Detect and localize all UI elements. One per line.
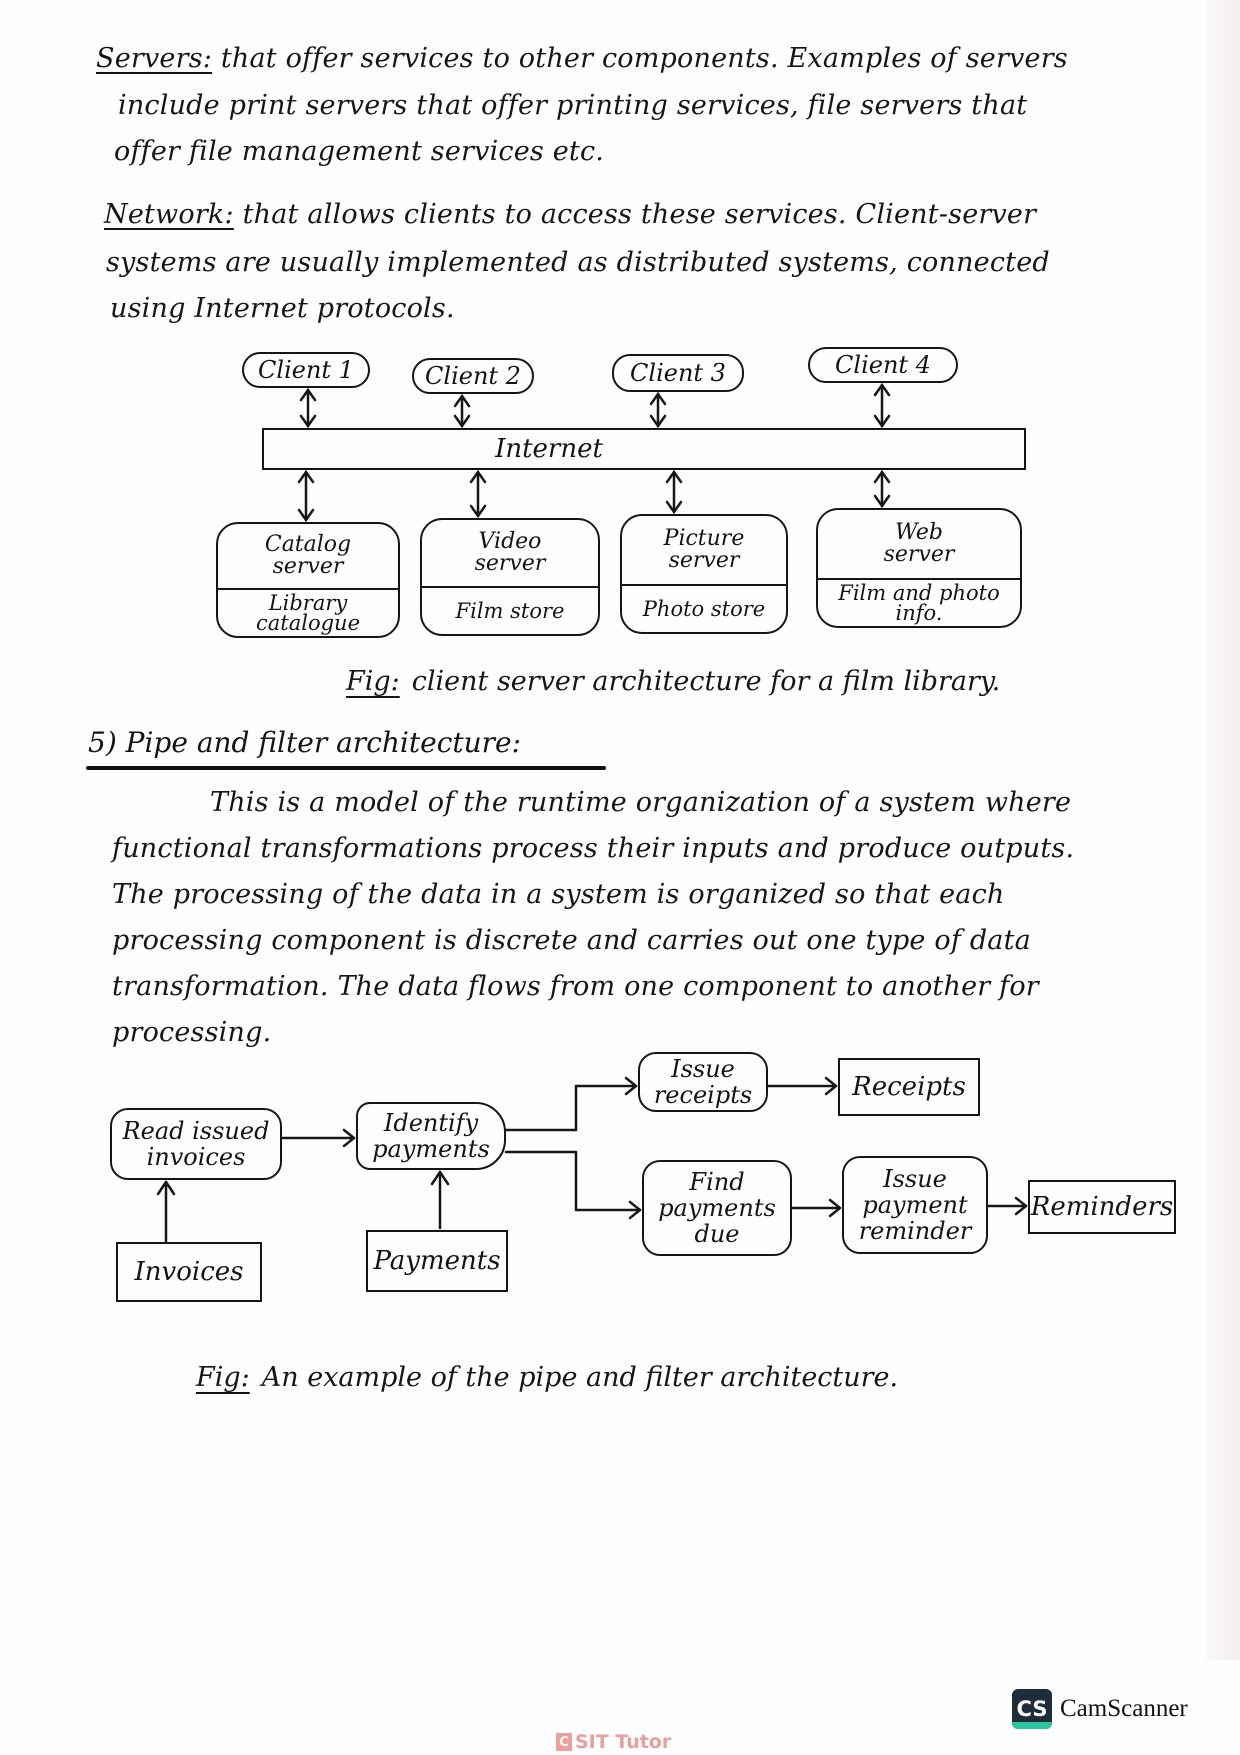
servers-line-1: Servers: that offer services to other co… bbox=[96, 43, 1068, 74]
heading-underline bbox=[86, 766, 606, 770]
internet-bar: Internet bbox=[262, 428, 1026, 470]
pipe-filter-heading: 5) Pipe and filter architecture: bbox=[88, 726, 522, 759]
camscanner-watermark: CS CamScanner bbox=[1012, 1689, 1188, 1729]
network-line-1: Network: that allows clients to access t… bbox=[104, 199, 1037, 230]
network-term: Network: bbox=[104, 199, 234, 230]
reminders-store: Reminders bbox=[1028, 1180, 1176, 1234]
pipe-filter-line-1: This is a model of the runtime organizat… bbox=[210, 787, 1072, 818]
client-2-box: Client 2 bbox=[412, 358, 534, 394]
page-edge-shadow bbox=[1206, 0, 1240, 1660]
servers-line-3: offer file management services etc. bbox=[114, 136, 605, 167]
client-3-box: Client 3 bbox=[612, 354, 744, 392]
client-1-box: Client 1 bbox=[242, 352, 370, 388]
servers-term: Servers: bbox=[96, 43, 213, 74]
issue-receipts-filter: Issue receipts bbox=[638, 1052, 768, 1112]
issue-payment-reminder-filter: Issue payment reminder bbox=[842, 1156, 988, 1254]
network-line-3: using Internet protocols. bbox=[110, 293, 455, 324]
pipe-filter-line-4: processing component is discrete and car… bbox=[112, 925, 1031, 956]
receipts-store: Receipts bbox=[838, 1058, 980, 1116]
internet-label: Internet bbox=[495, 434, 603, 464]
identify-payments-filter: Identify payments bbox=[356, 1102, 506, 1170]
camscanner-label: CamScanner bbox=[1060, 1695, 1188, 1722]
pipe-filter-line-5: transformation. The data flows from one … bbox=[112, 971, 1039, 1002]
client-4-box: Client 4 bbox=[808, 347, 958, 383]
network-line-2: systems are usually implemented as distr… bbox=[106, 247, 1050, 278]
client-server-caption: Fig:client server architecture for a fil… bbox=[346, 666, 1001, 697]
pipe-filter-line-6: processing. bbox=[112, 1017, 272, 1048]
camscanner-logo-icon: CS bbox=[1012, 1689, 1052, 1729]
payments-store: Payments bbox=[366, 1230, 508, 1292]
sit-tutor-logo-icon: C bbox=[556, 1733, 572, 1751]
sit-tutor-label: SIT Tutor bbox=[575, 1731, 672, 1753]
pipe-filter-line-3: The processing of the data in a system i… bbox=[112, 879, 1005, 910]
read-issued-invoices-filter: Read issued invoices bbox=[110, 1108, 282, 1180]
servers-line-2: include print servers that offer printin… bbox=[118, 90, 1028, 121]
invoices-store: Invoices bbox=[116, 1242, 262, 1302]
pipe-filter-line-2: functional transformations process their… bbox=[112, 833, 1075, 864]
sit-tutor-watermark: C SIT Tutor bbox=[556, 1731, 671, 1753]
pipe-filter-caption: Fig:An example of the pipe and filter ar… bbox=[196, 1362, 899, 1393]
